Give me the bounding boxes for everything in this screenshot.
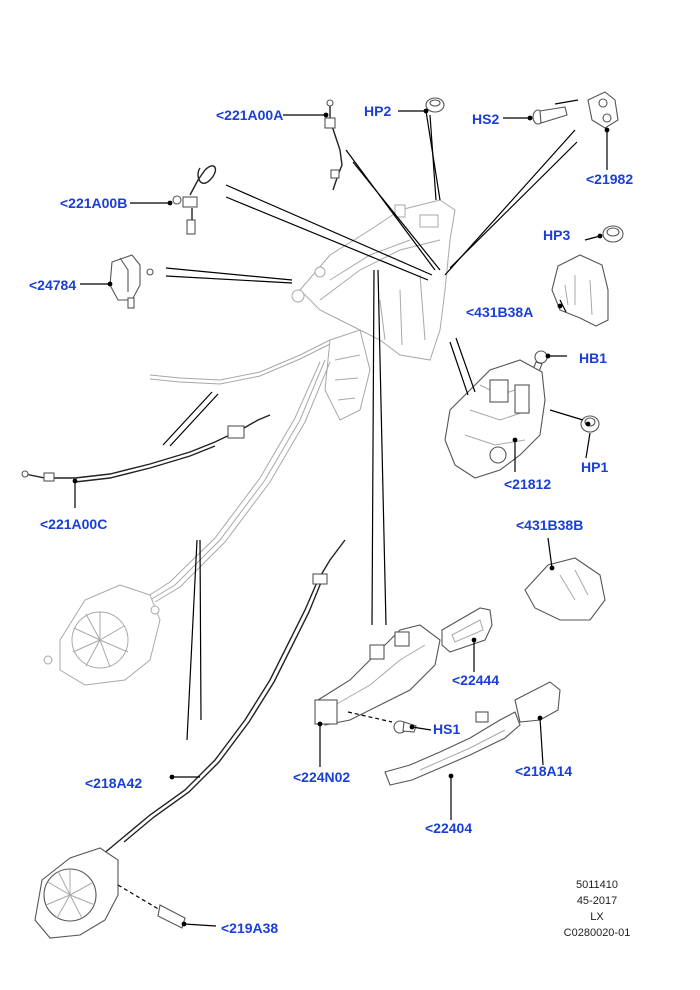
leader-dots xyxy=(72,108,610,927)
label-219A38[interactable]: <219A38 xyxy=(221,920,279,936)
part-24784-bracket xyxy=(109,254,154,309)
part-218A14-cap xyxy=(514,681,561,723)
label-HP3[interactable]: HP3 xyxy=(543,227,571,243)
label-218A42[interactable]: <218A42 xyxy=(85,775,143,791)
label-21812[interactable]: <21812 xyxy=(504,476,552,492)
label-HB1[interactable]: HB1 xyxy=(579,350,608,366)
label-221A00C[interactable]: <221A00C xyxy=(40,516,108,532)
info-date: 45-2017 xyxy=(576,895,618,907)
label-HS2[interactable]: HS2 xyxy=(472,111,500,127)
label-HP2[interactable]: HP2 xyxy=(364,103,392,119)
info-model: LX xyxy=(590,911,604,923)
ghost-latch-actuator xyxy=(43,584,161,686)
part-219A38-actuator xyxy=(34,847,186,939)
label-22404[interactable]: <22404 xyxy=(425,820,473,836)
label-22444[interactable]: <22444 xyxy=(452,672,500,688)
part-218A42-cable xyxy=(101,539,346,856)
label-221A00A[interactable]: <221A00A xyxy=(216,107,284,123)
label-HS1[interactable]: HS1 xyxy=(433,721,461,737)
part-HP2-plug xyxy=(425,97,445,113)
label-431B38A[interactable]: <431B38A xyxy=(466,304,534,320)
part-221A00C-cable xyxy=(21,414,271,483)
label-218A14[interactable]: <218A14 xyxy=(515,763,573,779)
info-number: 5011410 xyxy=(575,879,618,891)
ghost-cables xyxy=(144,339,331,603)
part-431B38B-cover xyxy=(524,557,606,621)
part-221A00A-cable xyxy=(324,99,343,191)
info-code: C0280020-01 xyxy=(563,927,631,939)
part-22444-bezel xyxy=(441,607,493,653)
part-21812-latch xyxy=(444,359,546,479)
part-224N02-carrier xyxy=(314,624,441,726)
label-21982[interactable]: <21982 xyxy=(586,171,634,187)
label-221A00B[interactable]: <221A00B xyxy=(60,195,128,211)
leader-lines xyxy=(74,99,608,927)
part-21982-striker xyxy=(587,91,619,129)
part-HS2-bolt xyxy=(532,106,568,125)
label-24784[interactable]: <24784 xyxy=(29,277,77,293)
reference-info: 5011410 45-2017 LX C0280020-01 xyxy=(552,877,642,941)
label-224N02[interactable]: <224N02 xyxy=(293,769,351,785)
part-221A00B-cable xyxy=(172,165,217,235)
part-22404-handle xyxy=(384,711,521,786)
label-HP1[interactable]: HP1 xyxy=(581,459,609,475)
part-HP3-plug xyxy=(602,225,624,243)
part-431B38A-cover xyxy=(551,254,609,327)
label-431B38B[interactable]: <431B38B xyxy=(516,517,584,533)
